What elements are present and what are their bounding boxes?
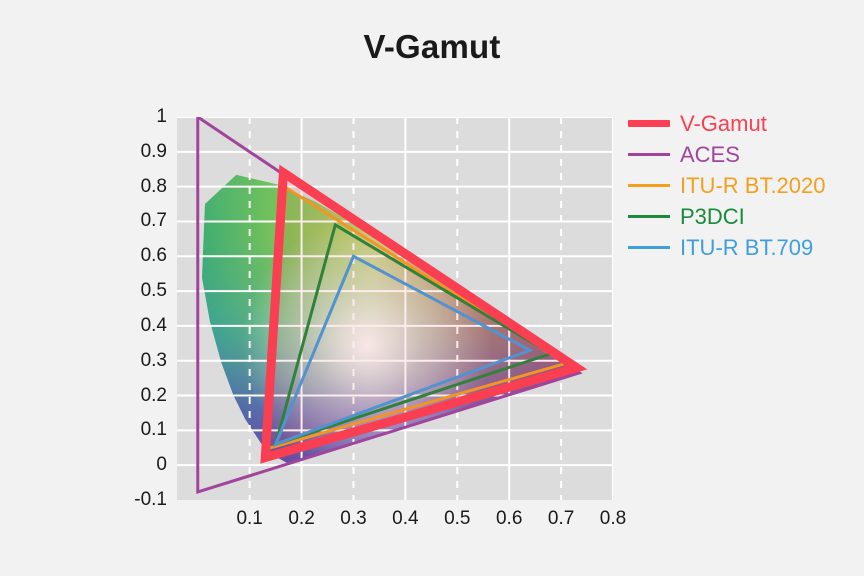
y-tick-label: 0.3 (140, 349, 167, 371)
gamut-itu-r-bt-709 (272, 254, 534, 447)
y-tick-label: 0.6 (140, 245, 167, 267)
x-tick-label: 0.7 (547, 508, 575, 529)
x-tick-label: 0.6 (495, 508, 523, 529)
y-tick-label: 0.4 (140, 314, 167, 336)
x-tick-label: 0.3 (340, 508, 367, 529)
legend-swatch-icon (628, 184, 670, 187)
x-axis-tick-labels: 0.1 0.2 0.3 0.4 0.5 0.6 0.7 0.8 (177, 508, 626, 538)
legend-swatch-icon (628, 120, 670, 127)
x-tick-label: 0.8 (599, 508, 627, 529)
legend-swatch-icon (628, 215, 670, 218)
x-tick-label: 0.4 (392, 508, 419, 529)
legend-item-p3dci[interactable]: P3DCI (628, 201, 864, 232)
legend-item-aces[interactable]: ACES (628, 139, 864, 170)
y-tick-label: 0.2 (140, 384, 167, 406)
x-tick-label: 0.1 (236, 508, 263, 529)
y-tick-label: 0.7 (140, 210, 167, 232)
plot-area (177, 117, 613, 500)
page-title: V-Gamut (363, 28, 501, 65)
legend-item-label: P3DCI (680, 203, 745, 229)
y-tick-label: -0.1 (134, 489, 167, 510)
legend-item-label: ITU-R BT.709 (680, 234, 814, 260)
y-tick-label: 0.9 (140, 140, 167, 162)
legend-item-itu-r-bt-2020[interactable]: ITU-R BT.2020 (628, 170, 864, 201)
y-tick-label: 1 (156, 106, 167, 127)
plot-svg (177, 117, 613, 500)
x-tick-label: 0.2 (288, 508, 315, 529)
legend-item-label: V-Gamut (680, 110, 767, 136)
y-tick-label: 0.8 (140, 175, 167, 197)
legend-swatch-icon (628, 246, 670, 249)
y-tick-label: 0.5 (140, 280, 167, 302)
x-tick-label: 0.5 (444, 508, 471, 529)
legend-item-label: ITU-R BT.2020 (680, 172, 826, 198)
y-axis-tick-labels: -0.1 0 0.1 0.2 0.3 0.4 0.5 0.6 0.7 0.8 0.9 1 (121, 106, 167, 510)
y-tick-label: 0.1 (140, 419, 167, 441)
gamut-p3dci (273, 222, 555, 447)
legend-item-label: ACES (680, 141, 740, 167)
y-tick-label: 0 (156, 454, 167, 476)
legend-item-v-gamut[interactable]: V-Gamut (628, 108, 864, 139)
gamut-v-gamut (260, 164, 588, 464)
legend-swatch-icon (628, 153, 670, 156)
legend-item-itu-r-bt-709[interactable]: ITU-R BT.709 (628, 232, 864, 263)
